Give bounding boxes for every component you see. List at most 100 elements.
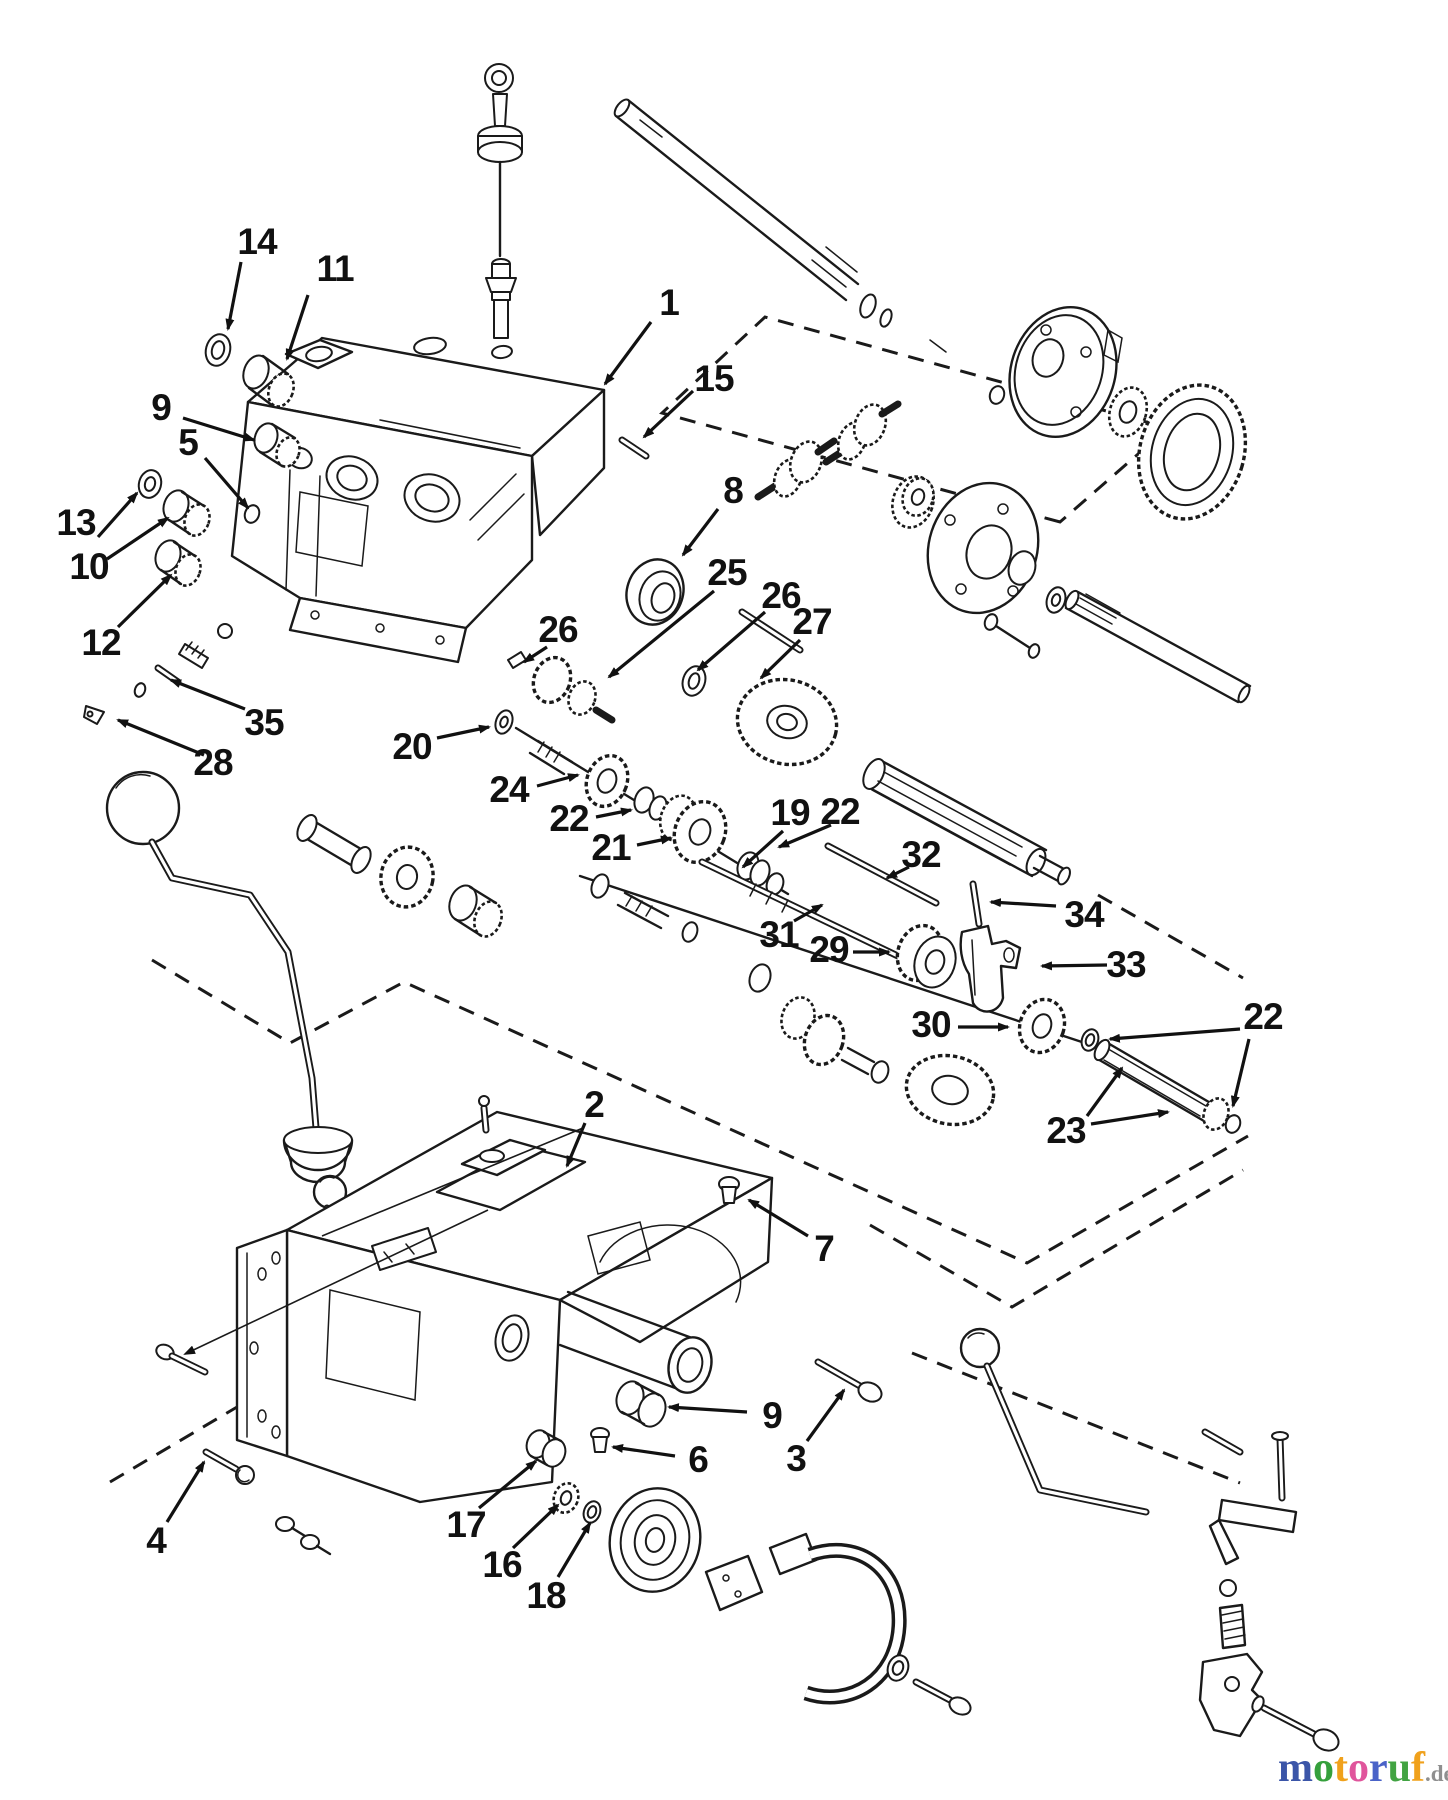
- callout-arrow-11: [285, 294, 310, 361]
- callout-arrow-3: [805, 1388, 846, 1442]
- callout-label-26-29: 26: [761, 575, 801, 616]
- callout-label-32-35: 32: [901, 834, 941, 875]
- callout-label-23-25: 23: [1046, 1110, 1086, 1151]
- callout-arrow-6: [611, 1443, 676, 1458]
- callout-arrow-18: [556, 1521, 592, 1578]
- callout-arrows: [96, 261, 1251, 1578]
- callout-arrow-25: [607, 589, 716, 679]
- callout-arrow-35: [169, 678, 246, 711]
- callout-label-20-20: 20: [392, 726, 432, 767]
- callout-label-29-32: 29: [809, 929, 849, 970]
- callout-label-8-7: 8: [723, 470, 744, 511]
- callout-label-12-12: 12: [81, 622, 121, 663]
- callout-label-35-38: 35: [244, 702, 284, 743]
- callout-label-13-13: 13: [56, 502, 96, 543]
- callout-label-4-3: 4: [146, 1520, 167, 1561]
- callout-arrow-21: [636, 835, 673, 847]
- callout-arrow-13: [96, 491, 139, 539]
- callout-label-7-6: 7: [814, 1228, 835, 1269]
- callout-arrow-23: [1090, 1109, 1170, 1126]
- callout-label-6-5: 6: [688, 1439, 709, 1480]
- callout-label-19-19: 19: [770, 792, 810, 833]
- brake-pulley: [608, 1487, 972, 1716]
- watermark-letter: o: [1313, 1745, 1334, 1791]
- callout-arrow-23: [1085, 1066, 1124, 1117]
- left-bearings: [137, 333, 301, 587]
- callout-arrow-4: [165, 1460, 206, 1523]
- callout-arrow-15: [642, 389, 695, 439]
- planet-gear-cluster: [754, 400, 935, 517]
- callout-arrow-22: [1108, 1027, 1241, 1043]
- callout-arrow-31: [793, 903, 824, 923]
- callout-label-3-2: 3: [786, 1438, 807, 1479]
- callout-arrow-7: [747, 1198, 809, 1238]
- oil-seal-8: [625, 558, 685, 626]
- countershaft-assembly: [578, 873, 1242, 1134]
- callout-label-34-37: 34: [1064, 894, 1104, 935]
- watermark-letter: t: [1334, 1745, 1348, 1791]
- callout-arrow-1: [603, 321, 653, 386]
- callout-arrow-22: [777, 823, 832, 849]
- callout-arrow-5: [203, 456, 250, 510]
- callout-arrow-28: [116, 718, 205, 757]
- callout-label-14-14: 14: [237, 221, 277, 262]
- callout-label-22-24: 22: [1243, 996, 1283, 1037]
- callout-label-5-4: 5: [178, 422, 199, 463]
- callout-arrow-33: [1040, 961, 1108, 971]
- brake-lever-linkage: [959, 1327, 1340, 1752]
- callout-label-9-9: 9: [762, 1395, 783, 1436]
- watermark-letter: u: [1387, 1745, 1412, 1791]
- watermark-letter: r: [1369, 1745, 1388, 1791]
- watermark-letter: f: [1411, 1745, 1426, 1791]
- dowel-pin-15: [618, 436, 650, 460]
- callout-label-27-30: 27: [792, 601, 832, 642]
- callout-label-33-36: 33: [1106, 944, 1146, 985]
- callout-arrow-9: [667, 1403, 748, 1414]
- watermark-logo: motoruf.de: [1278, 1747, 1448, 1795]
- callout-arrow-14: [225, 261, 243, 331]
- differential-assembly: [613, 98, 1252, 704]
- callout-arrow-32: [885, 865, 910, 880]
- callout-label-30-33: 30: [911, 1004, 951, 1045]
- spline-shaft-assembly: [698, 758, 1071, 962]
- callout-label-26-28: 26: [538, 609, 578, 650]
- callout-label-1-0: 1: [659, 282, 680, 323]
- callout-arrow-8: [681, 508, 720, 557]
- callout-arrow-9: [182, 416, 256, 442]
- callout-label-18-18: 18: [526, 1575, 566, 1616]
- callout-arrow-26: [522, 645, 548, 664]
- watermark-letter: o: [1348, 1745, 1369, 1791]
- callout-label-17-17: 17: [446, 1504, 486, 1545]
- callout-label-31-34: 31: [759, 914, 799, 955]
- dipstick: [477, 63, 523, 339]
- callout-label-25-27: 25: [707, 552, 747, 593]
- callout-arrow-10: [106, 516, 170, 561]
- callout-arrow-27: [759, 638, 802, 680]
- callout-arrow-26: [696, 610, 767, 672]
- callout-label-15-15: 15: [694, 358, 734, 399]
- callout-label-2-1: 2: [584, 1084, 605, 1125]
- callout-label-9-8: 9: [151, 387, 172, 428]
- idler-gear: [296, 814, 503, 938]
- callout-arrow-24: [536, 773, 580, 788]
- upper-case: [230, 336, 650, 664]
- lower-case: [155, 1095, 883, 1556]
- callout-label-16-16: 16: [482, 1544, 522, 1585]
- callout-label-22-22: 22: [549, 798, 589, 839]
- callout-arrow-22: [595, 807, 633, 819]
- callout-label-22-23: 22: [820, 791, 860, 832]
- callout-arrow-19: [741, 829, 785, 869]
- callout-arrow-22: [1230, 1038, 1251, 1108]
- callout-arrow-12: [116, 573, 173, 629]
- construction-lines: [109, 315, 1249, 1485]
- callout-label-10-10: 10: [69, 546, 109, 587]
- watermark-letter: m: [1278, 1745, 1313, 1791]
- input-gear-train: [494, 608, 839, 896]
- callout-label-24-26: 24: [489, 769, 529, 810]
- callout-arrow-16: [511, 1503, 560, 1550]
- watermark-suffix: .de: [1425, 1761, 1448, 1786]
- callout-label-28-31: 28: [193, 742, 233, 783]
- callout-arrow-34: [989, 898, 1057, 908]
